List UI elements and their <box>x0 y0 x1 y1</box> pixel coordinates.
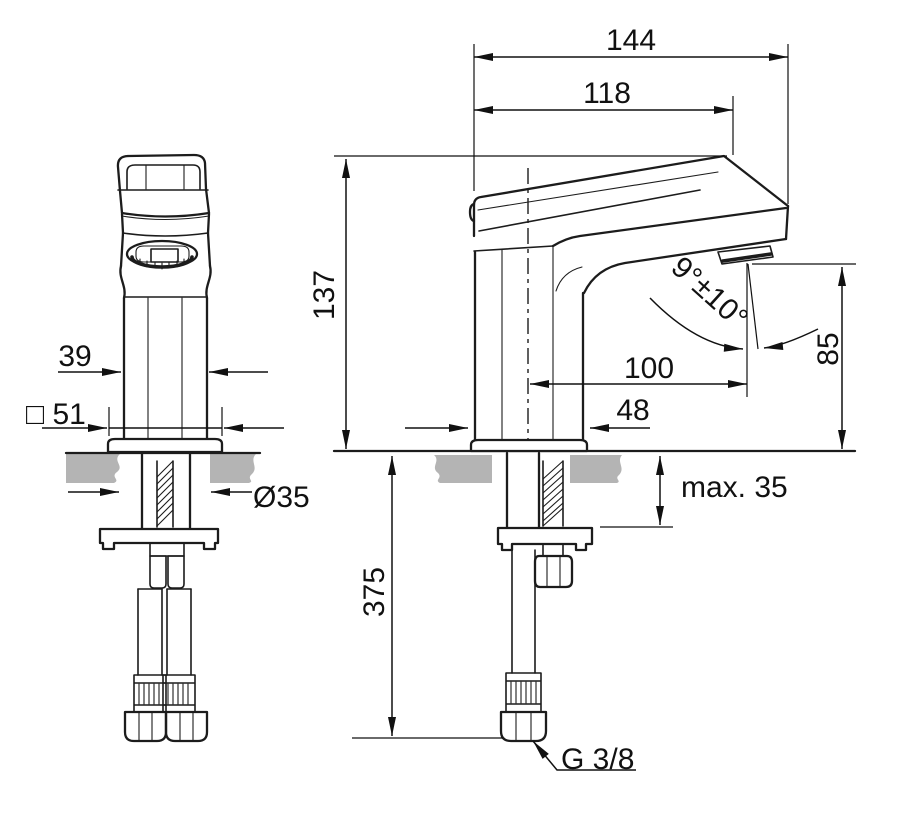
dim-body-height-label: 137 <box>308 270 341 320</box>
escutcheon-side <box>469 438 589 453</box>
angle-arc-right <box>763 328 819 350</box>
body-front <box>119 212 212 440</box>
hose-collars-front <box>133 674 196 713</box>
handle-front <box>116 153 211 221</box>
locknut-side <box>533 554 574 589</box>
dim-overall-width-label: 144 <box>606 24 656 57</box>
dim-base-depth-label: 48 <box>616 394 649 427</box>
escutcheon-front <box>106 437 224 454</box>
handle-side <box>468 154 790 238</box>
dim-base-square-label: □ 51 <box>26 398 86 431</box>
front-view <box>98 153 224 743</box>
dim-outlet-height-label: 85 <box>812 332 845 365</box>
counter-side-left <box>434 455 492 483</box>
ticks-base-square <box>108 407 223 436</box>
threaded-rod-front <box>156 460 174 528</box>
dim-handle-projection-label: 118 <box>583 77 631 110</box>
dim-spout-reach-label: 100 <box>624 352 674 385</box>
supply-hoses-front <box>137 542 192 676</box>
supply-hose-side <box>511 549 536 674</box>
dim-deck-thickness-label: max. 35 <box>681 471 788 504</box>
angle-tilt-line <box>747 263 759 350</box>
spout-outlet-recess-front <box>125 239 199 270</box>
counter-front-right <box>210 454 256 483</box>
spout-side <box>551 204 790 295</box>
dim-hose-length-label: 375 <box>358 567 391 617</box>
shank-front <box>140 451 192 530</box>
mounting-plate-front <box>98 527 220 551</box>
dim-hole-diameter-label: Ø35 <box>253 481 310 514</box>
dim-body-width-label: 39 <box>58 340 91 373</box>
hose-nut-side <box>499 710 548 743</box>
dim-thread-label: G 3/8 <box>561 743 634 776</box>
side-view <box>468 154 790 743</box>
countertop-sections <box>64 449 857 483</box>
counter-front-left <box>66 454 120 483</box>
hose-collar-side <box>505 672 542 713</box>
angle-arc-left <box>649 297 744 352</box>
body-side <box>473 245 585 442</box>
dimension-annotations: 144 118 137 39 □ 51 Ø35 100 48 9°±10° 85… <box>26 24 856 776</box>
shank-side <box>505 451 541 530</box>
mounting-plate-side <box>496 526 594 552</box>
thread-leader <box>532 740 636 771</box>
threaded-rod-side <box>542 460 564 557</box>
hex-nuts-front <box>123 710 209 743</box>
aerator-side <box>717 245 774 265</box>
counter-side-right <box>570 455 622 483</box>
